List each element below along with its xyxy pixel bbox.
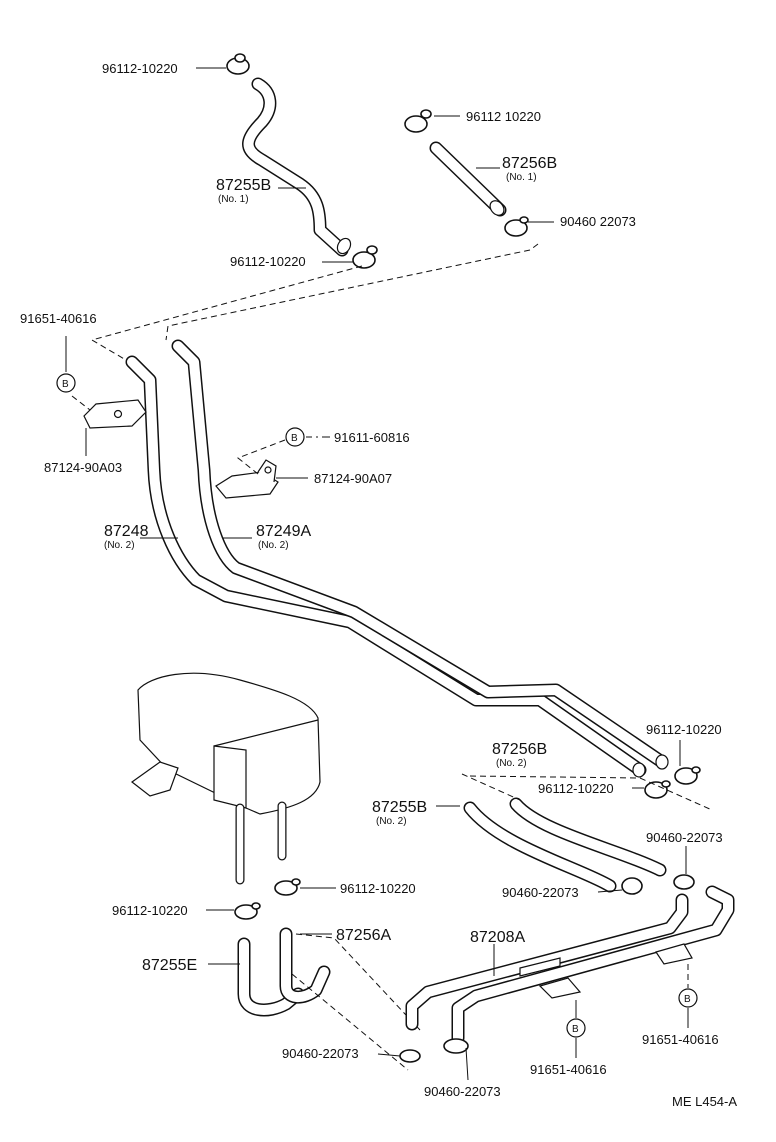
dashed-guide-right xyxy=(461,773,713,811)
bolt-b-marker-bottom: B xyxy=(566,1000,586,1058)
label-bolt-91651-right: 91651-40616 xyxy=(642,1032,719,1047)
label-bolt-91611: 91611-60816 xyxy=(334,430,410,445)
label-clamp-90460-mid: 90460-22073 xyxy=(502,885,579,900)
label-no2-c: (No. 2) xyxy=(496,758,527,769)
label-bracket-87124-90a07: 87124-90A07 xyxy=(314,471,392,486)
hose-clamp-right-1 xyxy=(674,766,701,785)
label-hose-87256b: 87256B xyxy=(502,155,557,172)
hose-clamp-heater-1 xyxy=(274,878,301,896)
hose-87256b-no1 xyxy=(429,141,507,217)
label-clamp-top-right: 96112 10220 xyxy=(466,109,541,124)
pipe-87208a xyxy=(405,885,735,1045)
label-pipe-87249a: 87249A xyxy=(256,523,311,540)
pipe-87249a-no2 xyxy=(171,339,669,770)
label-no2-a: (No. 2) xyxy=(104,540,135,551)
label-clamp-heater-2: 96112-10220 xyxy=(112,903,188,918)
label-hose-87255b: 87255B xyxy=(216,177,271,194)
hose-87255e xyxy=(237,927,331,1017)
dashed-guide-bottom-left xyxy=(291,933,421,1071)
pipe-87248-no2 xyxy=(125,355,647,778)
label-hose-87255e: 87255E xyxy=(142,957,197,974)
label-hose-87256b-2: 87256B xyxy=(492,741,547,758)
label-hose-87256a: 87256A xyxy=(336,927,391,944)
label-clamp-top-left: 96112-10220 xyxy=(102,61,178,76)
label-pipe-87248: 87248 xyxy=(104,523,149,540)
hose-clamp-90460-bottom xyxy=(443,1038,469,1054)
label-clamp-90460-right: 90460-22073 xyxy=(646,830,723,845)
bolt-b-marker-mid: B xyxy=(237,427,318,475)
label-no1-b: (No. 1) xyxy=(218,194,249,205)
label-bracket-87124-90a03: 87124-90A03 xyxy=(44,460,122,475)
label-clamp-90460-bl: 90460-22073 xyxy=(282,1046,359,1061)
label-no1-a: (No. 1) xyxy=(506,172,537,183)
bolt-b-marker-top: B xyxy=(56,336,91,411)
leader-lines xyxy=(85,67,687,1081)
hose-87255b-no2 xyxy=(463,801,617,893)
hose-clamp-top-right xyxy=(404,109,432,133)
label-no2-b: (No. 2) xyxy=(258,540,289,551)
hose-clamp-right-2 xyxy=(644,780,671,799)
hose-clamp-heater-2 xyxy=(234,902,261,920)
label-clamp-90460-bottom: 90460-22073 xyxy=(424,1084,501,1099)
hose-clamp-90460-top xyxy=(504,216,529,237)
bracket-87124-90a03 xyxy=(83,399,147,429)
hose-clamp-mid-left xyxy=(352,245,378,269)
hose-87256b-no2 xyxy=(509,797,667,877)
dashed-guide-top xyxy=(90,243,539,361)
figure-code: ME L454-A xyxy=(672,1094,737,1109)
ref-b-label: B xyxy=(684,994,691,1005)
label-no2-d: (No. 2) xyxy=(376,816,407,827)
hose-87255b-no1 xyxy=(242,77,352,257)
bracket-87124-90a07 xyxy=(215,459,279,499)
ref-b-label: B xyxy=(572,1024,579,1035)
ref-b-label: B xyxy=(291,433,298,444)
hose-clamp-90460-bl xyxy=(399,1049,421,1063)
label-hose-87255b-2: 87255B xyxy=(372,799,427,816)
label-clamp-right-2: 96112-10220 xyxy=(538,781,614,796)
label-clamp-right-1: 96112-10220 xyxy=(646,722,722,737)
label-pipe-87208a: 87208A xyxy=(470,929,525,946)
heater-unit xyxy=(130,672,321,885)
label-bolt-91651-top: 91651-40616 xyxy=(20,311,97,326)
label-clamp-heater-1: 96112-10220 xyxy=(340,881,416,896)
label-clamp-90460-top: 90460 22073 xyxy=(560,214,636,229)
label-bolt-91651-bottom: 91651-40616 xyxy=(530,1062,607,1077)
hose-clamp-90460-mid xyxy=(621,877,643,895)
ref-b-label: B xyxy=(62,379,69,390)
hose-clamp-top-left xyxy=(226,53,250,75)
bolt-b-marker-right: B xyxy=(678,964,698,1028)
label-clamp-mid-left: 96112-10220 xyxy=(230,254,306,269)
hose-clamp-90460-right xyxy=(673,874,695,890)
